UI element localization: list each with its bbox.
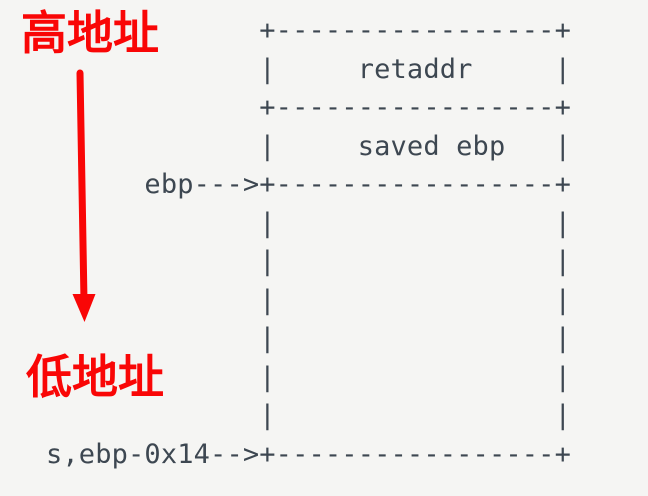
low-address-label: 低地址	[26, 350, 164, 404]
high-address-label: 高地址	[21, 6, 159, 60]
stack-ascii-diagram: +-----------------+ | retaddr | +-------…	[46, 15, 571, 470]
